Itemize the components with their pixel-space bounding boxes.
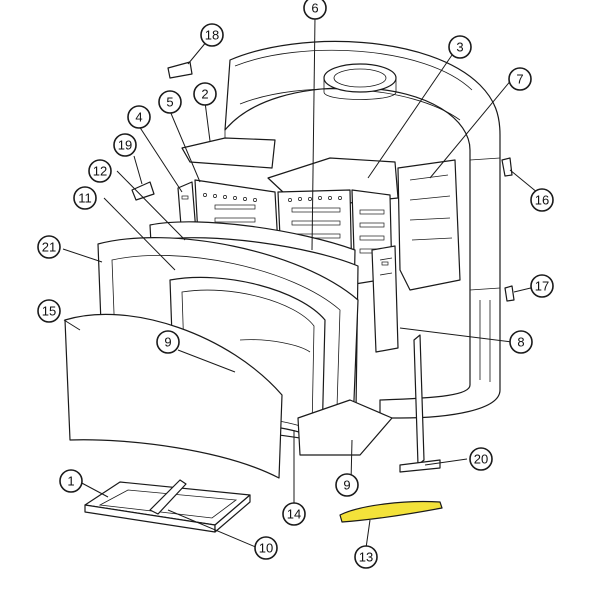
svg-text:3: 3 [456, 40, 463, 55]
svg-text:6: 6 [311, 1, 318, 16]
callouts: 1 2 3 4 5 6 7 8 9 9 10 11 12 13 14 15 16… [37, 0, 554, 569]
callout-6: 6 [303, 0, 327, 20]
ash-pan-handle [149, 479, 187, 515]
svg-text:4: 4 [135, 110, 142, 125]
callout-3: 3 [448, 35, 472, 59]
clip-19 [131, 181, 155, 201]
flue-collar [323, 63, 397, 100]
callout-14: 14 [282, 502, 306, 526]
callout-21: 21 [37, 235, 61, 259]
callout-10: 10 [254, 536, 278, 560]
clip-16 [501, 157, 513, 177]
callout-15: 15 [37, 299, 61, 323]
svg-text:17: 17 [535, 279, 549, 294]
svg-text:9: 9 [164, 335, 171, 350]
svg-text:2: 2 [201, 87, 208, 102]
svg-text:16: 16 [535, 193, 549, 208]
clip-17 [504, 285, 515, 302]
top-baffle-plate [181, 137, 276, 169]
callout-7: 7 [508, 67, 532, 91]
callout-9a: 9 [156, 330, 180, 354]
svg-text:7: 7 [516, 72, 523, 87]
callout-5: 5 [158, 90, 182, 114]
svg-text:21: 21 [42, 240, 56, 255]
clip-18 [167, 61, 193, 79]
callout-19: 19 [113, 133, 137, 157]
callout-12: 12 [88, 159, 112, 183]
svg-text:10: 10 [259, 541, 273, 556]
svg-text:20: 20 [474, 452, 488, 467]
svg-text:5: 5 [166, 95, 173, 110]
callout-17: 17 [530, 274, 554, 298]
callout-8: 8 [509, 330, 533, 354]
svg-text:8: 8 [517, 335, 524, 350]
riddling-rod [399, 334, 441, 473]
callout-11: 11 [73, 186, 97, 210]
svg-text:9: 9 [343, 478, 350, 493]
callout-9b: 9 [335, 473, 359, 497]
ash-pan [84, 481, 251, 533]
callout-16: 16 [530, 188, 554, 212]
callout-4: 4 [127, 105, 151, 129]
callout-20: 20 [469, 447, 493, 471]
front-door-panel [64, 313, 283, 479]
side-brick-right [371, 245, 399, 353]
highlighted-part-13 [339, 500, 443, 523]
svg-text:12: 12 [93, 164, 107, 179]
firebox-frame [397, 159, 461, 291]
svg-text:11: 11 [78, 191, 92, 206]
svg-text:18: 18 [205, 28, 219, 43]
callout-13: 13 [354, 545, 378, 569]
svg-text:1: 1 [67, 474, 74, 489]
callout-18: 18 [200, 23, 224, 47]
callout-1: 1 [59, 469, 83, 493]
svg-text:14: 14 [287, 507, 301, 522]
callout-2: 2 [193, 82, 217, 106]
svg-text:19: 19 [118, 138, 132, 153]
svg-text:13: 13 [359, 550, 373, 565]
grate-plate [297, 399, 393, 456]
svg-text:15: 15 [42, 304, 56, 319]
